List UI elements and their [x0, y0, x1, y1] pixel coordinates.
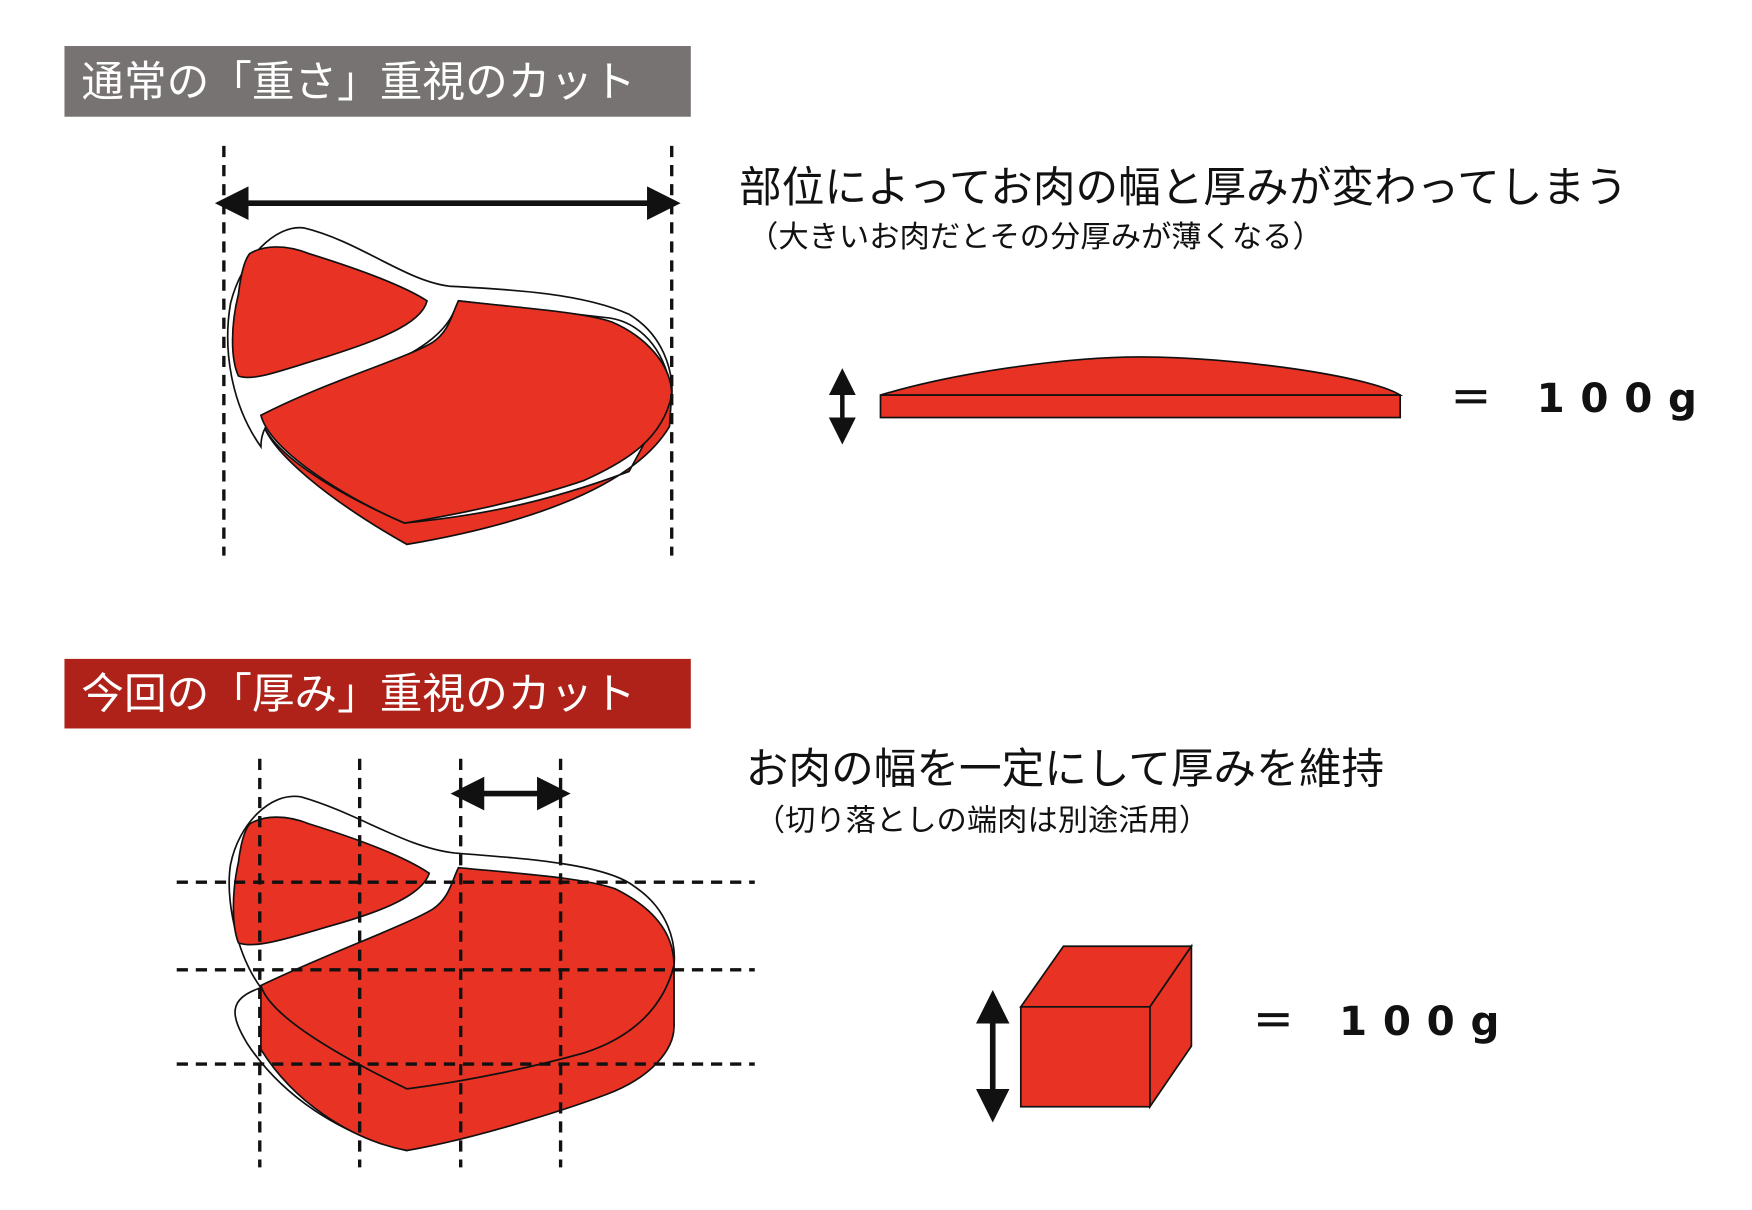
cube-illustration — [975, 943, 1194, 1123]
thin-slice-illustration — [828, 356, 1404, 445]
header-thick-label: 今回の「厚み」重視のカット — [81, 669, 635, 719]
thick-weight: ＝ 100g — [1253, 997, 1515, 1045]
steak-normal-illustration — [214, 145, 681, 556]
normal-weight: ＝ 100g — [1451, 374, 1713, 422]
normal-title: 部位によってお肉の幅と厚みが変わってしまう — [739, 163, 1628, 213]
header-normal-cut: 通常の「重さ」重視のカット — [64, 46, 691, 117]
thick-title: お肉の幅を一定にして厚みを維持 — [746, 744, 1384, 794]
steak-thick-illustration — [176, 758, 755, 1168]
normal-subtitle: （大きいお肉だとその分厚みが薄くなる） — [748, 220, 1323, 255]
header-normal-label: 通常の「重さ」重視のカット — [81, 58, 635, 108]
thick-subtitle: （切り落としの端肉は別途活用） — [755, 804, 1209, 839]
header-thick-cut: 今回の「厚み」重視のカット — [64, 658, 691, 729]
